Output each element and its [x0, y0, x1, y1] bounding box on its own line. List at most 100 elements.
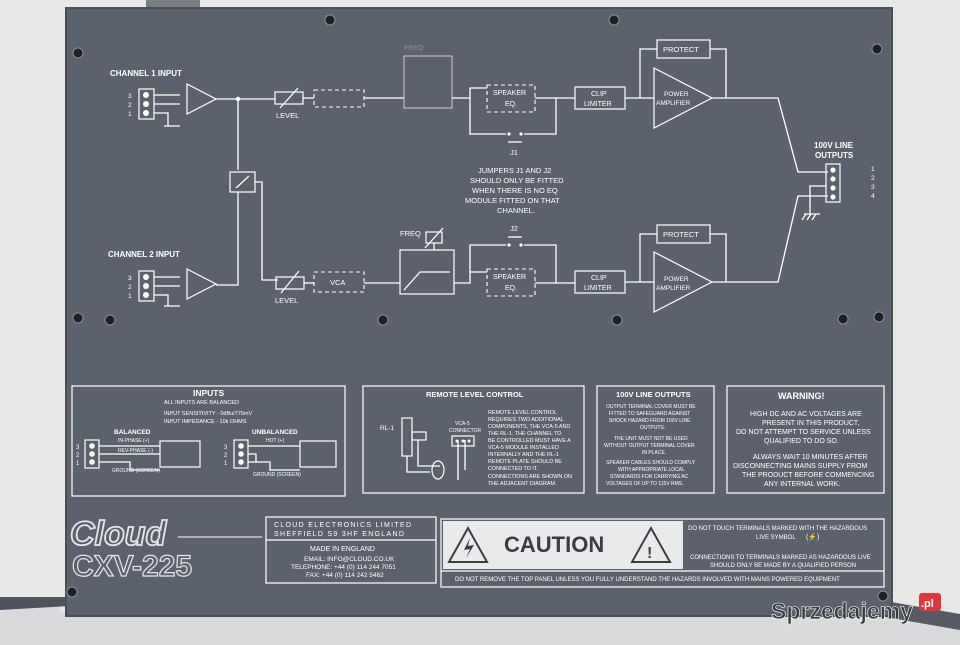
cloud-logo: Cloud	[69, 514, 262, 554]
svg-text:CLOUD ELECTRONICS LIMITED: CLOUD ELECTRONICS LIMITED	[274, 522, 412, 529]
svg-text:2: 2	[871, 175, 875, 182]
channel2-input-amp	[186, 268, 218, 300]
svg-text:FREQ: FREQ	[400, 229, 421, 238]
svg-text:SPEAKER: SPEAKER	[493, 274, 526, 281]
output-terminal-block: 1 2 3 4	[825, 163, 875, 203]
svg-text:1: 1	[224, 461, 228, 467]
svg-text:2: 2	[224, 453, 228, 459]
svg-text:BALANCED: BALANCED	[114, 429, 151, 436]
svg-text:HIGH DC AND AC VOLTAGES ARE: HIGH DC AND AC VOLTAGES ARE	[750, 411, 862, 418]
svg-text:100V LINE OUTPUTS: 100V LINE OUTPUTS	[616, 390, 691, 399]
svg-text:OUTPUT TERMINAL COVER MUST BE: OUTPUT TERMINAL COVER MUST BE	[606, 404, 696, 410]
svg-text:SHOULD ONLY BE FITTED: SHOULD ONLY BE FITTED	[470, 176, 564, 185]
svg-text:PROTECT: PROTECT	[663, 45, 699, 54]
svg-text:3: 3	[76, 445, 80, 451]
svg-text:Sprzedajemy: Sprzedajemy	[771, 598, 913, 624]
svg-text:1: 1	[128, 293, 132, 300]
svg-text:LIMITER: LIMITER	[584, 101, 612, 108]
svg-text:INPUT SENSITIVITY - 0dBu/775mV: INPUT SENSITIVITY - 0dBu/775mV	[164, 411, 252, 417]
svg-text:CONNECTED TO IT.: CONNECTED TO IT.	[488, 466, 538, 472]
sprzedajemy-watermark: Sprzedajemy .pl	[771, 593, 941, 624]
svg-text:EQ.: EQ.	[505, 101, 517, 108]
channel2-power-amplifier	[653, 251, 714, 313]
svg-text:REMOTE LEVEL CONTROL: REMOTE LEVEL CONTROL	[426, 390, 524, 399]
svg-text:PROTECT: PROTECT	[663, 230, 699, 239]
hazard-warning-icon	[630, 525, 672, 563]
svg-text:VCA-5: VCA-5	[455, 421, 470, 427]
svg-text:WARNING!: WARNING!	[778, 391, 825, 401]
svg-text:CLIP: CLIP	[591, 275, 607, 282]
svg-text:VCA: VCA	[330, 278, 345, 287]
svg-text:THE PRODUCT BEFORE COMMENCING: THE PRODUCT BEFORE COMMENCING	[742, 472, 875, 479]
svg-text:DO NOT ATTEMPT TO SERVICE UNLE: DO NOT ATTEMPT TO SERVICE UNLESS	[736, 429, 871, 436]
svg-text:ALL INPUTS ARE BALANCED: ALL INPUTS ARE BALANCED	[164, 400, 239, 406]
svg-text:MODULE FITTED ON THAT: MODULE FITTED ON THAT	[465, 196, 560, 205]
svg-text:SHOULD ONLY BE MADE BY A QUALI: SHOULD ONLY BE MADE BY A QUALIFIED PERSO…	[710, 563, 856, 569]
svg-text:3: 3	[871, 184, 875, 191]
svg-text:WITH APPROPRIATE LOCAL: WITH APPROPRIATE LOCAL	[618, 467, 685, 473]
svg-text:AMPLIFIER: AMPLIFIER	[656, 100, 691, 107]
svg-text:THE ADJACENT DIAGRAM.: THE ADJACENT DIAGRAM.	[488, 481, 557, 487]
svg-text:1: 1	[871, 166, 875, 173]
svg-text:REMOTE LEVEL CONTROL: REMOTE LEVEL CONTROL	[488, 410, 557, 416]
svg-text:J2: J2	[510, 224, 518, 233]
svg-text:FAX: +44 (0) 114 242 5462: FAX: +44 (0) 114 242 5462	[306, 572, 384, 579]
svg-text:AMPLIFIER: AMPLIFIER	[656, 285, 691, 292]
svg-text:SHEFFIELD S9 3HF ENGLAND: SHEFFIELD S9 3HF ENGLAND	[274, 531, 405, 538]
svg-text:1: 1	[128, 111, 132, 118]
svg-text:GROUND (SCREEN): GROUND (SCREEN)	[112, 468, 160, 474]
inputs-info-box: INPUTS ALL INPUTS ARE BALANCED INPUT SEN…	[71, 385, 346, 497]
svg-text:WHEN THERE IS NO EQ: WHEN THERE IS NO EQ	[472, 186, 558, 195]
svg-text:MADE IN ENGLAND: MADE IN ENGLAND	[310, 546, 375, 553]
svg-text:VCA-5 MODULE INSTALLED: VCA-5 MODULE INSTALLED	[488, 445, 559, 451]
svg-text:TELEPHONE: +44 (0) 114 244 705: TELEPHONE: +44 (0) 114 244 7051	[291, 564, 396, 571]
svg-text:THE UNIT MUST NOT BE USED: THE UNIT MUST NOT BE USED	[614, 436, 688, 442]
svg-text:CONNECTOR: CONNECTOR	[449, 428, 482, 434]
svg-text:INPUT IMPEDANCE - 10k OHMS: INPUT IMPEDANCE - 10k OHMS	[164, 419, 247, 425]
svg-text:HOT (+): HOT (+)	[266, 438, 284, 444]
svg-text:POWER: POWER	[664, 91, 689, 98]
svg-text:EMAIL: INFO@CLOUD.CO.UK: EMAIL: INFO@CLOUD.CO.UK	[304, 556, 395, 563]
svg-text:2: 2	[128, 284, 132, 291]
svg-text:IN PLACE.: IN PLACE.	[642, 450, 666, 456]
remote-level-box: REMOTE LEVEL CONTROL RL-1 VCA-5 CONNECTO…	[362, 385, 585, 494]
svg-text:CHANNEL.: CHANNEL.	[497, 206, 535, 215]
svg-text:100V LINE: 100V LINE	[814, 141, 854, 150]
svg-text:FITTED TO SAFEGUARD AGAINST: FITTED TO SAFEGUARD AGAINST	[609, 411, 690, 417]
svg-text:CONNECTIONS ARE SHOWN ON: CONNECTIONS ARE SHOWN ON	[488, 474, 572, 480]
channel2-input-label: CHANNEL 2 INPUT	[108, 250, 180, 259]
svg-text:QUALIFIED TO DO SO.: QUALIFIED TO DO SO.	[764, 438, 839, 445]
svg-text:REV-PHASE (-): REV-PHASE (-)	[118, 448, 153, 454]
svg-text:SPEAKER CABLES SHOULD COMPLY: SPEAKER CABLES SHOULD COMPLY	[606, 460, 696, 466]
svg-text:DO NOT TOUCH TERMINALS MARKED: DO NOT TOUCH TERMINALS MARKED WITH THE H…	[688, 526, 867, 532]
svg-text:CAUTION: CAUTION	[504, 532, 604, 557]
caution-label: CAUTION ! DO NOT TOUCH TERMINALS MARKED …	[440, 518, 885, 588]
svg-text:4: 4	[871, 193, 875, 200]
svg-text:THE RL-1. THE CHANNEL TO: THE RL-1. THE CHANNEL TO	[488, 431, 562, 437]
channel1-power-amplifier	[653, 67, 714, 129]
svg-text:IN-PHASE (+): IN-PHASE (+)	[118, 438, 150, 444]
warning-box: WARNING! HIGH DC AND AC VOLTAGES ARE PRE…	[726, 385, 885, 494]
svg-text:(⚡): (⚡)	[806, 532, 819, 541]
svg-text:DO NOT REMOVE THE TOP PANEL UN: DO NOT REMOVE THE TOP PANEL UNLESS YOU F…	[455, 577, 840, 583]
svg-text:WITHOUT OUTPUT TERMINAL COVER: WITHOUT OUTPUT TERMINAL COVER	[604, 443, 695, 449]
svg-text:REQUIRES TWO ADDITIONAL: REQUIRES TWO ADDITIONAL	[488, 417, 564, 423]
svg-text:3: 3	[128, 93, 132, 100]
svg-text:VOLTAGES OF UP TO 115V RMS.: VOLTAGES OF UP TO 115V RMS.	[606, 481, 684, 487]
svg-text:CLIP: CLIP	[591, 91, 607, 98]
svg-text:LIMITER: LIMITER	[584, 285, 612, 292]
svg-text:SPEAKER: SPEAKER	[493, 90, 526, 97]
svg-text:STANDARDS FOR CARRYING AC: STANDARDS FOR CARRYING AC	[610, 474, 689, 480]
line-outputs-box: 100V LINE OUTPUTS OUTPUT TERMINAL COVER …	[596, 385, 715, 494]
svg-text:JUMPERS J1 AND J2: JUMPERS J1 AND J2	[478, 166, 551, 175]
svg-text:INTERNALLY AND THE RL-1: INTERNALLY AND THE RL-1	[488, 452, 559, 458]
svg-text:FREQ: FREQ	[404, 45, 424, 52]
svg-text:LIVE SYMBOL: LIVE SYMBOL	[756, 535, 796, 541]
svg-text:Cloud: Cloud	[70, 515, 168, 553]
svg-text:LEVEL: LEVEL	[275, 296, 298, 305]
svg-text:DISCONNECTING MAINS SUPPLY FRO: DISCONNECTING MAINS SUPPLY FROM	[733, 463, 867, 470]
svg-text:.pl: .pl	[921, 598, 934, 610]
svg-text:LEVEL: LEVEL	[276, 111, 299, 120]
svg-text:GROUND (SCREEN): GROUND (SCREEN)	[253, 472, 301, 478]
